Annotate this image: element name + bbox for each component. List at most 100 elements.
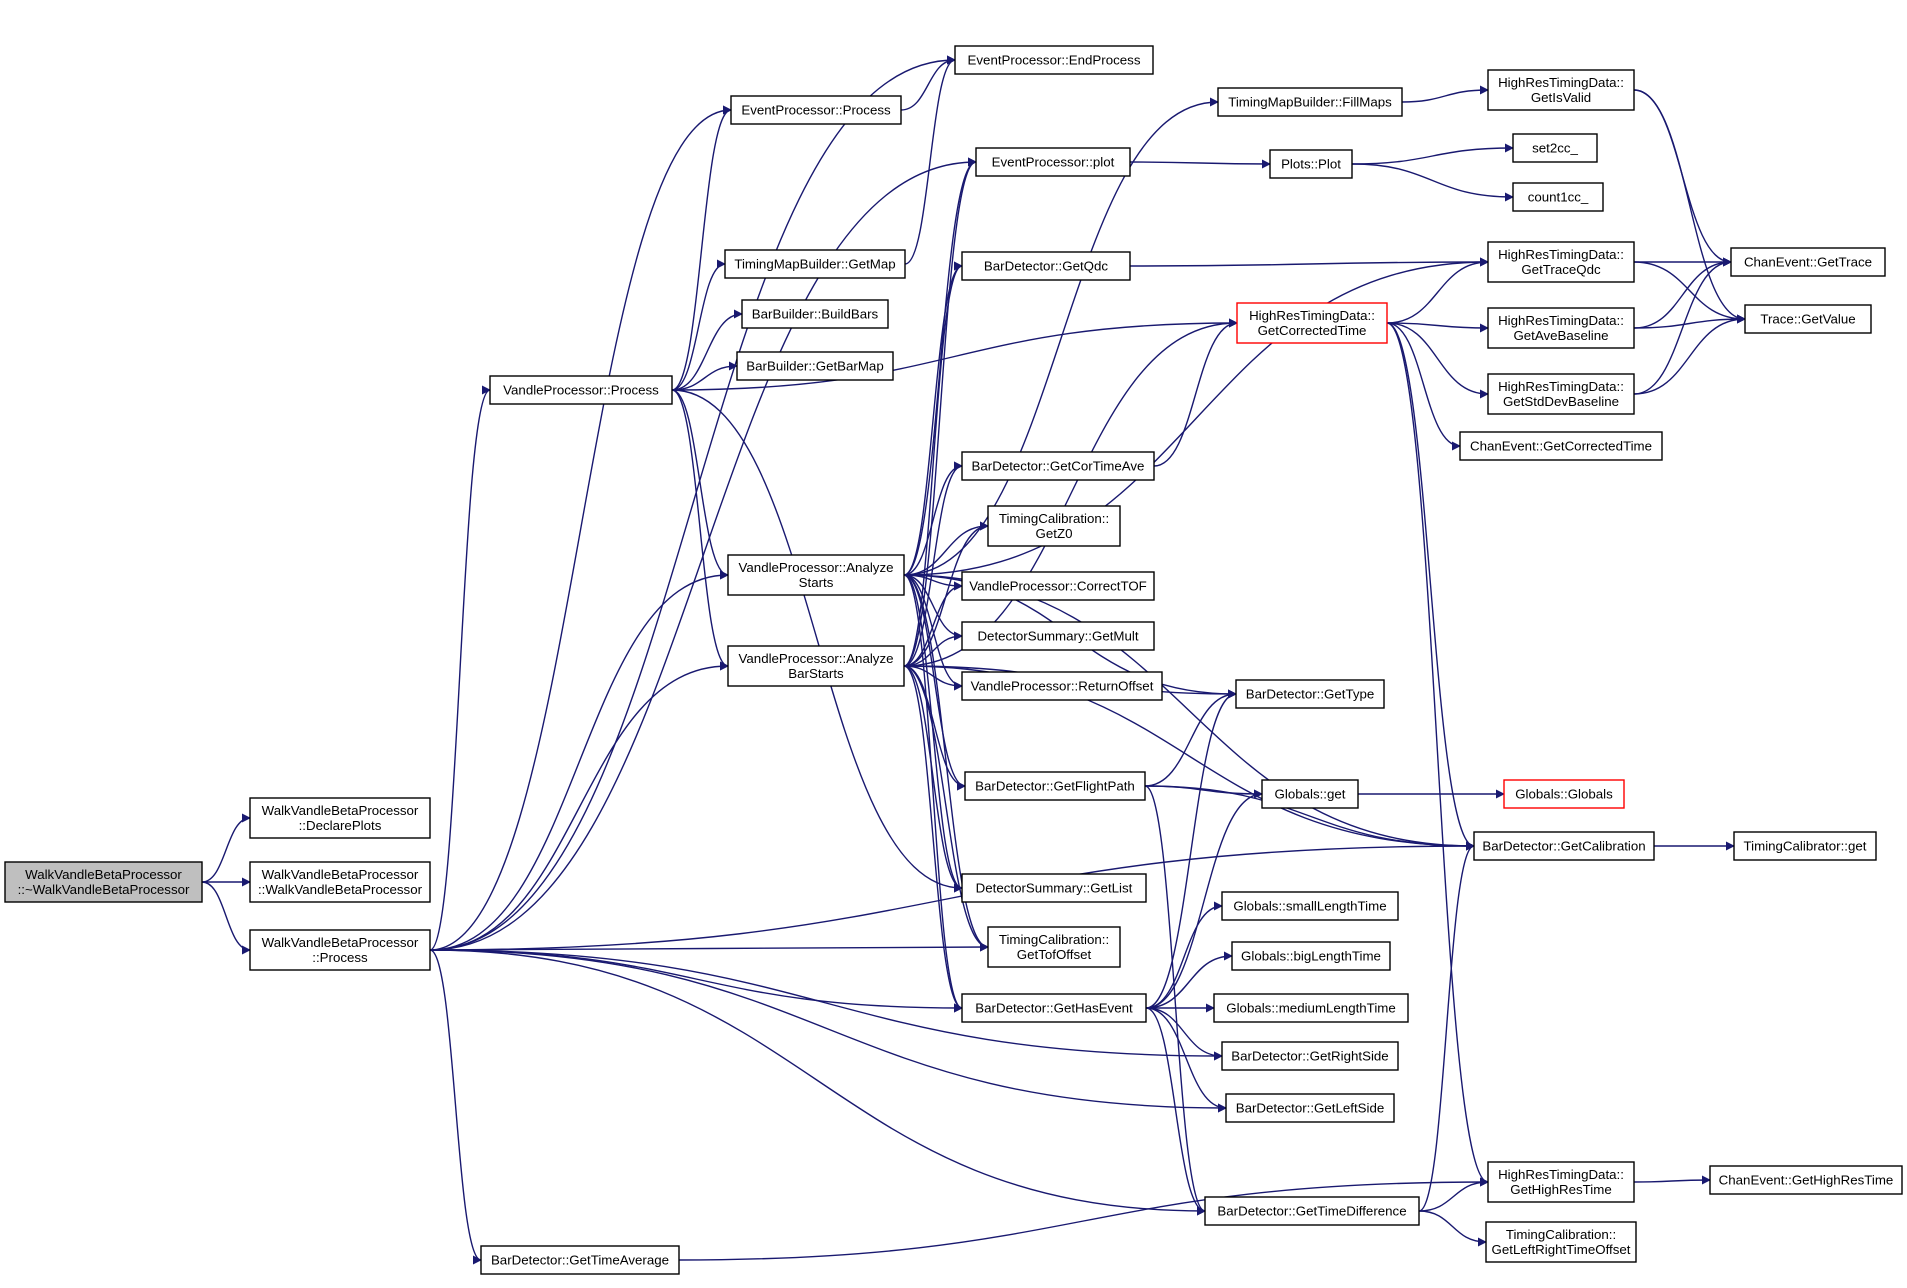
node-ce-cortime[interactable]: ChanEvent::GetCorrectedTime (1459, 431, 1663, 461)
node-wv-ctor[interactable]: WalkVandleBetaProcessor::WalkVandleBetaP… (249, 861, 431, 903)
edge-bd_timediff-to-bd_calib (1418, 841, 1475, 1212)
node-trace-getvalue[interactable]: Trace::GetValue (1744, 304, 1872, 334)
node-bd-timediff[interactable]: BarDetector::GetTimeDifference (1204, 1196, 1420, 1226)
edge-bd_hasevent-to-g_small (1145, 901, 1223, 1009)
node-tcal-get[interactable]: TimingCalibrator::get (1733, 831, 1877, 861)
edge-hr_corrected-to-hr_traceqdc (1386, 257, 1489, 324)
edge-wv_process-to-bd_calib (429, 841, 1475, 951)
edge-vp_analyze_bar-to-bd_hasevent (903, 665, 963, 1013)
node-hr-stddev[interactable]: HighResTimingData::GetStdDevBaseline (1487, 373, 1635, 415)
edge-wv_process-to-bd_timediff (429, 949, 1206, 1216)
node-plots-plot[interactable]: Plots::Plot (1269, 149, 1353, 179)
node-bb-build[interactable]: BarBuilder::BuildBars (741, 299, 889, 329)
node-box (961, 451, 1155, 481)
node-label: VandleProcessor::Analyze (739, 560, 894, 575)
node-count1cc[interactable]: count1cc_ (1512, 182, 1604, 212)
node-box (1733, 831, 1877, 861)
node-bb-getbar[interactable]: BarBuilder::GetBarMap (736, 351, 894, 381)
node-tmb-getmap[interactable]: TimingMapBuilder::GetMap (724, 249, 906, 279)
node-box (961, 873, 1147, 903)
node-box (1269, 149, 1353, 179)
node-ce-highres[interactable]: ChanEvent::GetHighResTime (1709, 1165, 1903, 1195)
node-g-get[interactable]: Globals::get (1261, 779, 1359, 809)
node-g-small[interactable]: Globals::smallLengthTime (1221, 891, 1399, 921)
node-tc-z0[interactable]: TimingCalibration::GetZ0 (987, 505, 1121, 547)
node-wv-declare[interactable]: WalkVandleBetaProcessor::DeclarePlots (249, 797, 431, 839)
edge-bd_timediff-to-tc_lroff (1418, 1210, 1487, 1247)
node-vp-retoff[interactable]: VandleProcessor::ReturnOffset (961, 671, 1163, 701)
node-ds-mult[interactable]: DetectorSummary::GetMult (961, 621, 1155, 651)
node-label: HighResTimingData:: (1249, 308, 1375, 323)
node-box (249, 861, 431, 903)
node-label: Starts (799, 575, 834, 590)
node-ce-gettrace[interactable]: ChanEvent::GetTrace (1730, 247, 1886, 277)
node-set2cc[interactable]: set2cc_ (1512, 133, 1598, 163)
node-wv-process[interactable]: WalkVandleBetaProcessor::Process (249, 929, 431, 971)
node-vp-process[interactable]: VandleProcessor::Process (489, 375, 673, 405)
edge-hr_avebase-to-ce_gettrace (1633, 257, 1732, 329)
node-label: BarDetector::GetQdc (984, 259, 1109, 274)
edge-vp_process-to-vp_analyze_bar (671, 389, 729, 671)
node-g-globals[interactable]: Globals::Globals (1503, 779, 1625, 809)
node-g-big[interactable]: Globals::bigLengthTime (1231, 941, 1391, 971)
node-bd-calib[interactable]: BarDetector::GetCalibration (1473, 831, 1655, 861)
edge-vp_process-to-bb_build (671, 309, 743, 391)
node-root[interactable]: WalkVandleBetaProcessor::~WalkVandleBeta… (4, 861, 203, 903)
node-label: ::WalkVandleBetaProcessor (258, 882, 423, 897)
node-label: VandleProcessor::CorrectTOF (969, 579, 1147, 594)
node-tc-tof[interactable]: TimingCalibration::GetTofOffset (987, 926, 1121, 968)
node-vp-correct[interactable]: VandleProcessor::CorrectTOF (961, 571, 1155, 601)
node-label: WalkVandleBetaProcessor (25, 867, 182, 882)
node-bd-timeavg[interactable]: BarDetector::GetTimeAverage (480, 1245, 680, 1275)
node-box (964, 771, 1146, 801)
call-edges (201, 55, 1746, 1265)
node-label: count1cc_ (1528, 190, 1589, 205)
node-box (1459, 431, 1663, 461)
node-box (954, 45, 1154, 75)
node-bd-type[interactable]: BarDetector::GetType (1235, 679, 1385, 709)
node-ep-end[interactable]: EventProcessor::EndProcess (954, 45, 1154, 75)
node-hr-corrected[interactable]: HighResTimingData::GetCorrectedTime (1236, 302, 1388, 344)
edge-vp_analyze-to-bd_cortime (903, 461, 963, 576)
node-label: Globals::mediumLengthTime (1226, 1001, 1396, 1016)
node-label: Globals::bigLengthTime (1241, 949, 1381, 964)
node-label: HighResTimingData:: (1498, 247, 1624, 262)
node-ds-list[interactable]: DetectorSummary::GetList (961, 873, 1147, 903)
edge-hr_corrected-to-hr_avebase (1386, 322, 1489, 333)
node-box (961, 571, 1155, 601)
node-bd-qdc[interactable]: BarDetector::GetQdc (961, 251, 1131, 281)
node-box (1221, 1041, 1399, 1071)
node-bd-hasevent[interactable]: BarDetector::GetHasEvent (961, 993, 1147, 1023)
edge-bd_qdc-to-hr_traceqdc (1129, 257, 1489, 267)
node-label: HighResTimingData:: (1498, 1167, 1624, 1182)
edge-vp_analyze_bar-to-tc_tof (903, 665, 989, 952)
node-ep-plot[interactable]: EventProcessor::plot (975, 147, 1131, 177)
node-bd-left[interactable]: BarDetector::GetLeftSide (1225, 1093, 1395, 1123)
node-hr-highres[interactable]: HighResTimingData::GetHighResTime (1487, 1161, 1635, 1203)
node-tc-lroff[interactable]: TimingCalibration::GetLeftRightTimeOffse… (1485, 1221, 1637, 1263)
node-label: BarDetector::GetHasEvent (975, 1001, 1133, 1016)
node-label: ChanEvent::GetHighResTime (1719, 1173, 1894, 1188)
node-hr-avebase[interactable]: HighResTimingData::GetAveBaseline (1487, 307, 1635, 349)
edge-hr_stddev-to-trace_getvalue (1633, 314, 1746, 395)
node-box (1217, 87, 1403, 117)
node-label: GetStdDevBaseline (1503, 394, 1619, 409)
node-hr-isvalid[interactable]: HighResTimingData::GetIsValid (1487, 69, 1635, 111)
node-g-medium[interactable]: Globals::mediumLengthTime (1213, 993, 1409, 1023)
node-bd-right[interactable]: BarDetector::GetRightSide (1221, 1041, 1399, 1071)
edge-vp_analyze-to-bd_qdc (903, 261, 963, 576)
node-bd-flight[interactable]: BarDetector::GetFlightPath (964, 771, 1146, 801)
node-ep-process[interactable]: EventProcessor::Process (730, 95, 902, 125)
edge-bd_hasevent-to-bd_right (1145, 1007, 1223, 1061)
node-label: TimingCalibration:: (999, 511, 1109, 526)
edge-vp_process-to-hr_corrected (671, 318, 1238, 391)
node-bd-cortime[interactable]: BarDetector::GetCorTimeAve (961, 451, 1155, 481)
node-hr-traceqdc[interactable]: HighResTimingData::GetTraceQdc (1487, 241, 1635, 283)
edge-hr_highres-to-ce_highres (1633, 1175, 1711, 1185)
node-label: HighResTimingData:: (1498, 379, 1624, 394)
node-label: BarDetector::GetCorTimeAve (972, 459, 1145, 474)
node-tmb-fill[interactable]: TimingMapBuilder::FillMaps (1217, 87, 1403, 117)
node-label: Trace::GetValue (1760, 312, 1855, 327)
